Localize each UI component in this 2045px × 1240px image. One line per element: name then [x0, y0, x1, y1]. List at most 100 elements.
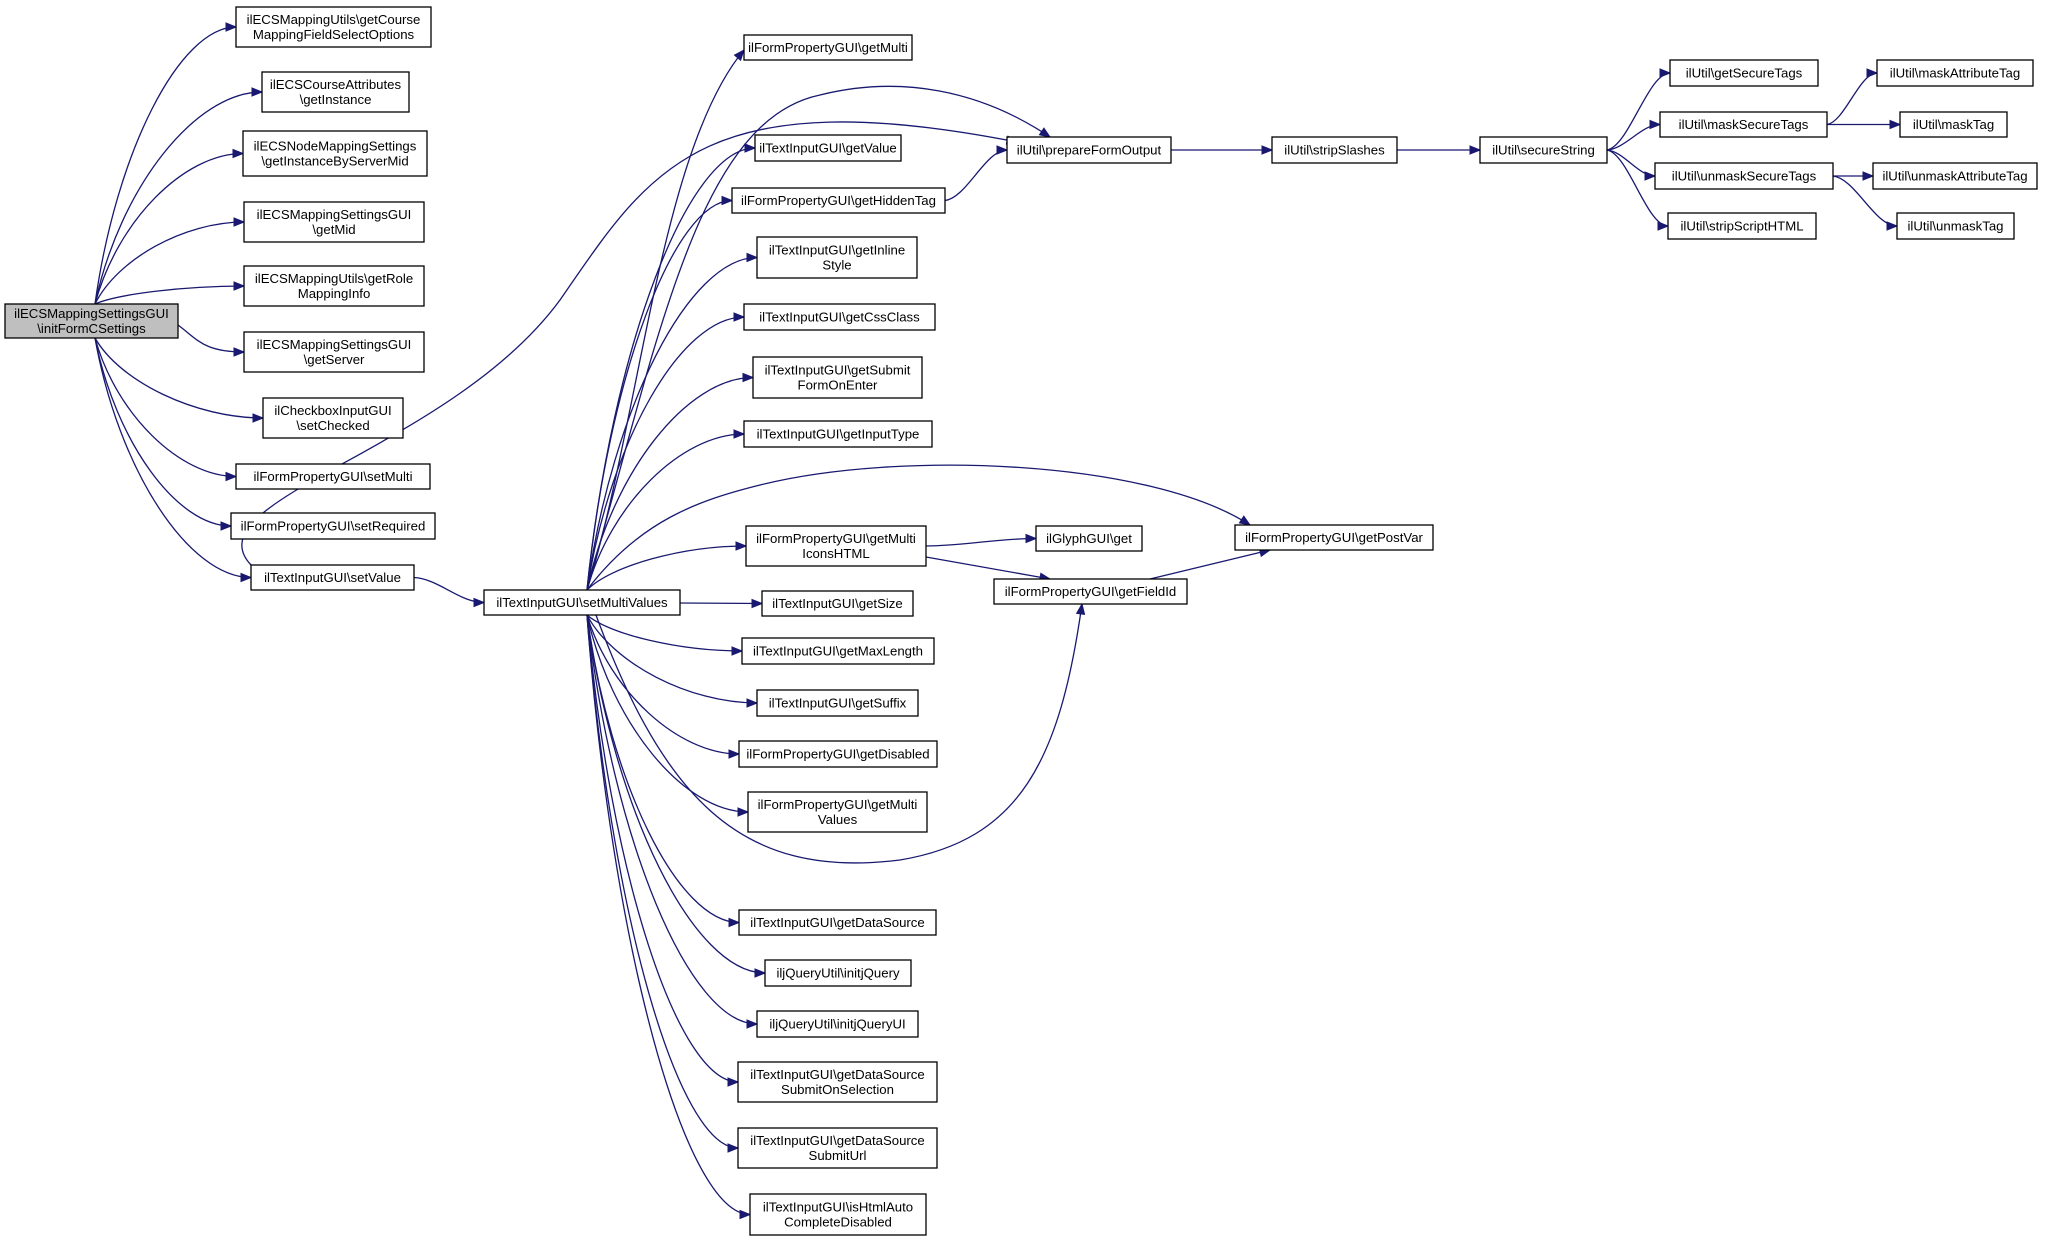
- edge-line: [94, 337, 232, 527]
- node-box: [756, 1010, 919, 1038]
- graph-node-a2[interactable]: ilECSCourseAttributes\getInstance: [261, 71, 410, 113]
- node-box: [1899, 111, 2008, 138]
- edge-arrowhead: [1038, 127, 1052, 138]
- node-label-line: ilCheckboxInputGUI: [274, 403, 391, 418]
- node-label-line: ilFormPropertyGUI\getFieldId: [1005, 584, 1177, 599]
- edge-arrowhead: [739, 1209, 752, 1220]
- node-box: [1654, 162, 1834, 190]
- edge-line: [586, 614, 751, 1216]
- graph-node-c11[interactable]: ilTextInputGUI\getSuffix: [756, 689, 919, 717]
- graph-node-e2[interactable]: ilFormPropertyGUI\getPostVar: [1234, 524, 1434, 551]
- node-box: [235, 6, 432, 48]
- edge-arrowhead: [1644, 171, 1657, 181]
- graph-node-root[interactable]: ilECSMappingSettingsGUI\initFormCSetting…: [4, 303, 179, 339]
- edge-arrowhead: [240, 572, 253, 583]
- graph-node-a10[interactable]: ilTextInputGUI\setValue: [250, 564, 415, 591]
- edge-line: [944, 149, 1008, 202]
- node-label-line: ilUtil\maskSecureTags: [1679, 117, 1809, 132]
- edge-line: [586, 464, 1251, 591]
- graph-node-h4[interactable]: ilUtil\unmaskTag: [1896, 212, 2015, 240]
- edge-line: [925, 556, 1051, 580]
- graph-node-c14[interactable]: ilTextInputGUI\getDataSource: [738, 909, 937, 936]
- graph-node-c12[interactable]: ilFormPropertyGUI\getDisabled: [738, 740, 938, 768]
- node-box: [243, 265, 425, 307]
- graph-node-c17[interactable]: ilTextInputGUI\getDataSourceSubmitOnSele…: [737, 1061, 938, 1103]
- edge-b1-to-c6: [586, 372, 755, 591]
- graph-node-c10[interactable]: ilTextInputGUI\getMaxLength: [741, 637, 935, 665]
- edge-b1-to-c4: [586, 252, 759, 591]
- node-box: [754, 134, 902, 162]
- edge-c3-to-d1: [944, 145, 1009, 202]
- edge-line: [94, 91, 263, 305]
- graph-node-g2[interactable]: ilUtil\maskSecureTags: [1659, 111, 1828, 138]
- edge-line: [586, 85, 1051, 591]
- graph-node-a6[interactable]: ilECSMappingSettingsGUI\getServer: [243, 331, 425, 373]
- graph-node-c16[interactable]: iljQueryUtil\initjQueryUI: [756, 1010, 919, 1038]
- graph-node-d3[interactable]: ilFormPropertyGUI\getFieldId: [993, 578, 1188, 605]
- graph-node-d2[interactable]: ilGlyphGUI\get: [1035, 525, 1143, 552]
- node-label-line: ilTextInputGUI\getDataSource: [750, 1067, 924, 1082]
- node-label-line: ilUtil\stripScriptHTML: [1680, 219, 1803, 234]
- node-box: [743, 303, 936, 331]
- graph-node-a9[interactable]: ilFormPropertyGUI\setRequired: [230, 512, 436, 540]
- graph-node-c15[interactable]: iljQueryUtil\initjQuery: [764, 959, 912, 987]
- node-label-line: ilFormPropertyGUI\getPostVar: [1245, 530, 1423, 545]
- edge-arrowhead: [1866, 68, 1879, 78]
- graph-node-a3[interactable]: ilECSNodeMappingSettings\getInstanceBySe…: [242, 130, 428, 177]
- node-box: [756, 689, 919, 717]
- edge-line: [586, 256, 758, 591]
- edge-arrowhead: [225, 471, 238, 482]
- graph-node-c5[interactable]: ilTextInputGUI\getCssClass: [743, 303, 936, 331]
- edge-line: [586, 614, 766, 974]
- graph-node-c1[interactable]: ilFormPropertyGUI\getMulti: [743, 34, 913, 61]
- edge-root-to-a10: [94, 337, 253, 583]
- graph-node-a7[interactable]: ilCheckboxInputGUI\setChecked: [262, 397, 404, 439]
- edge-f1-to-g1: [1606, 68, 1672, 151]
- graph-node-d1[interactable]: ilUtil\prepareFormOutput: [1006, 136, 1172, 164]
- node-label-line: ilUtil\maskTag: [1913, 117, 1994, 132]
- graph-node-e1[interactable]: ilUtil\stripSlashes: [1271, 136, 1398, 164]
- graph-node-h1[interactable]: ilUtil\maskAttributeTag: [1876, 59, 2034, 87]
- graph-node-c9[interactable]: ilTextInputGUI\getSize: [761, 590, 914, 617]
- graph-node-g4[interactable]: ilUtil\stripScriptHTML: [1667, 212, 1817, 240]
- graph-node-a1[interactable]: ilECSMappingUtils\getCourseMappingFieldS…: [235, 6, 432, 48]
- edge-line: [586, 614, 740, 755]
- graph-node-g3[interactable]: ilUtil\unmaskSecureTags: [1654, 162, 1834, 190]
- node-box: [752, 356, 923, 399]
- graph-node-h2[interactable]: ilUtil\maskTag: [1899, 111, 2008, 138]
- edge-b1-to-c1: [586, 48, 745, 591]
- node-label-line: ilFormPropertyGUI\getDisabled: [746, 747, 929, 762]
- node-box: [243, 331, 425, 373]
- node-box: [1659, 111, 1828, 138]
- node-box: [1479, 136, 1608, 164]
- graph-node-c19[interactable]: ilTextInputGUI\isHtmlAutoCompleteDisable…: [749, 1193, 927, 1236]
- graph-node-c2[interactable]: ilTextInputGUI\getValue: [754, 134, 902, 162]
- graph-node-c3[interactable]: ilFormPropertyGUI\getHiddenTag: [731, 187, 946, 214]
- edge-root-to-a2: [94, 87, 264, 305]
- node-label-line: ilGlyphGUI\get: [1046, 531, 1132, 546]
- edge-line: [1826, 72, 1878, 126]
- graph-node-f1[interactable]: ilUtil\secureString: [1479, 136, 1608, 164]
- graph-node-h3[interactable]: ilUtil\unmaskAttributeTag: [1872, 162, 2038, 190]
- node-label-line: ilUtil\maskAttributeTag: [1890, 66, 2020, 81]
- edge-arrowhead: [744, 143, 757, 153]
- graph-node-a8[interactable]: ilFormPropertyGUI\setMulti: [235, 463, 431, 490]
- graph-node-a4[interactable]: ilECSMappingSettingsGUI\getMid: [243, 201, 425, 243]
- graph-node-c7[interactable]: ilTextInputGUI\getInputType: [743, 420, 933, 448]
- node-label-line: ilTextInputGUI\isHtmlAuto: [763, 1200, 913, 1215]
- graph-node-g1[interactable]: ilUtil\getSecureTags: [1669, 59, 1819, 87]
- node-box: [761, 590, 914, 617]
- node-box: [743, 420, 933, 448]
- edge-arrowhead: [751, 598, 764, 609]
- graph-node-b1[interactable]: ilTextInputGUI\setMultiValues: [483, 589, 681, 616]
- edge-arrowhead: [233, 281, 246, 291]
- edge-arrowhead: [727, 1143, 740, 1153]
- edge-b1-to-c7: [586, 429, 746, 591]
